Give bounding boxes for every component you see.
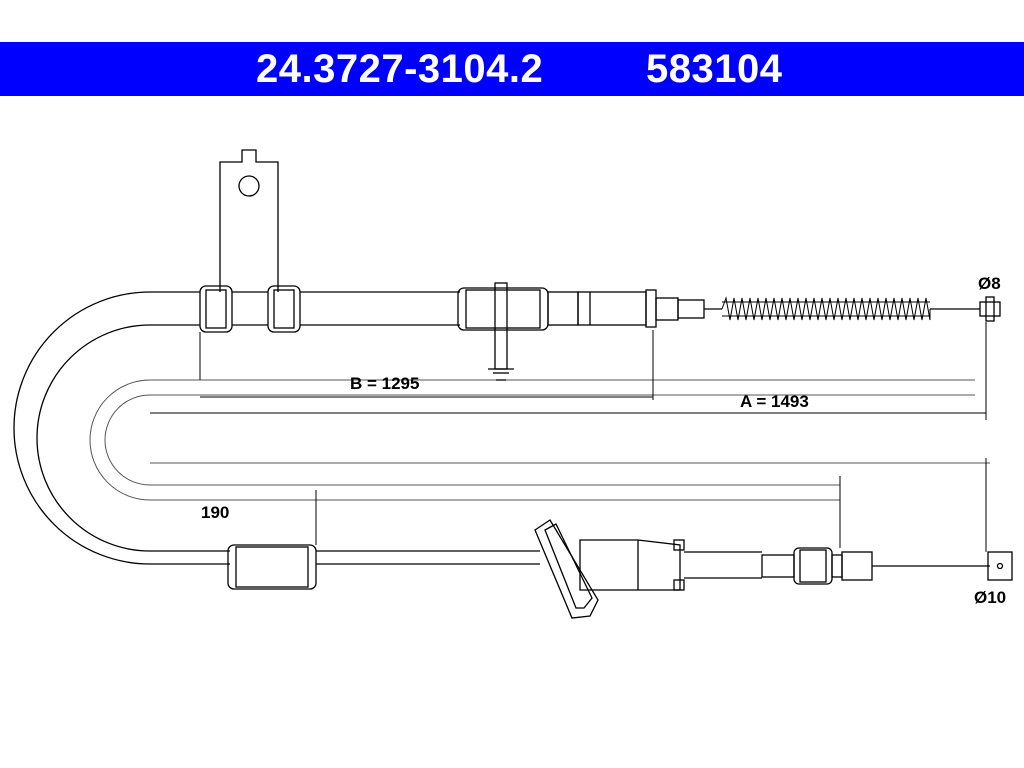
diameter-label-top: Ø8	[978, 274, 1001, 293]
bracket-hole	[238, 175, 260, 197]
diameter-label-bottom: Ø10	[974, 588, 1006, 607]
cable-loop-inner	[104, 394, 975, 486]
cable-sheath-outer	[13, 291, 230, 565]
mounting-bracket	[219, 149, 279, 292]
cable-nipple-top	[979, 301, 1001, 317]
dim-label-offset: 190	[201, 503, 229, 522]
title-bar: 24.3727-3104.2 583104	[0, 42, 1024, 96]
ferrule-top	[677, 299, 705, 319]
cable-loop-outer	[89, 379, 975, 501]
dim-label-b: B = 1295	[350, 374, 419, 393]
reference-number: 583104	[646, 47, 783, 91]
mid-clip-top	[457, 287, 549, 331]
cable-nipple-bottom	[987, 551, 1013, 581]
end-fitting-top	[577, 291, 647, 326]
dimension-lines	[150, 322, 987, 552]
sleeve-bottom	[227, 544, 317, 590]
cable-sheath-inner	[36, 324, 230, 552]
grommet-right	[267, 285, 301, 333]
clip-stem	[494, 282, 508, 370]
grommet-left	[199, 285, 233, 333]
angled-bracket	[534, 519, 599, 619]
dim-label-a: A = 1493	[740, 392, 809, 411]
part-number: 24.3727-3104.2	[256, 47, 544, 91]
bottom-clip-body	[579, 539, 681, 591]
return-spring	[721, 296, 931, 321]
